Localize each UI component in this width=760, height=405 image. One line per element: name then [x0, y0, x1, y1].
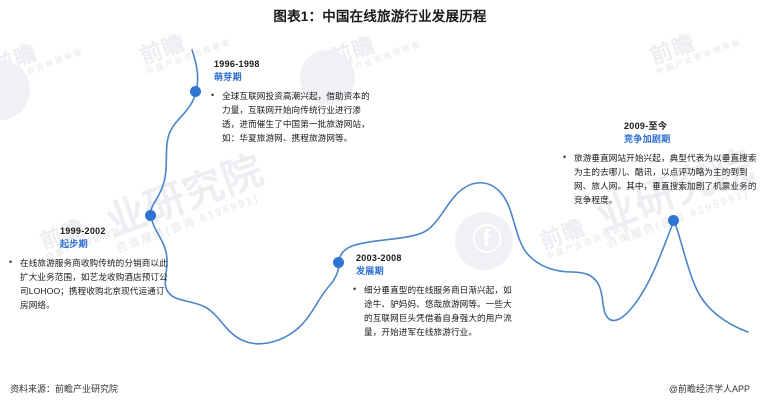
node-dot-stage-4[interactable]: [668, 215, 679, 226]
stage-years-2: 1999-2002: [60, 226, 106, 236]
stage-block-4: 2009-至今 竞争加剧期 旅游垂直网站开始兴起，典型代表为以垂直搜索为主的去哪…: [562, 120, 758, 207]
source-note: 资料来源：前瞻产业研究院: [10, 384, 119, 394]
stage-block-3: 2003-2008 发展期 细分垂直型的在线服务商日渐兴起，如途牛、驴妈妈、悠哉…: [352, 252, 512, 339]
stage-years-3: 2003-2008: [356, 253, 402, 263]
node-dot-stage-1[interactable]: [190, 86, 201, 97]
stage-body-4: 旅游垂直网站开始兴起，典型代表为以垂直搜索为主的去哪儿、酷讯，以点评功略为主的到…: [562, 150, 758, 207]
stage-header-2: 1999-2002 起步期: [8, 225, 168, 250]
page-title: 图表1：中国在线旅游行业发展历程: [273, 9, 487, 24]
stage-header-4: 2009-至今 竞争加剧期: [562, 120, 758, 145]
stage-phase-4: 竞争加剧期: [624, 134, 671, 144]
stage-phase-2: 起步期: [60, 239, 88, 249]
node-dot-stage-3[interactable]: [333, 257, 344, 268]
node-dot-stage-2[interactable]: [145, 210, 156, 221]
stage-block-2: 1999-2002 起步期 在线旅游服务商收购传统的分销商以此扩大业务范围，如艺…: [8, 225, 168, 312]
stage-body-2: 在线旅游服务商收购传统的分销商以此扩大业务范围，如艺龙收购酒店预订公司LOHOO…: [8, 255, 168, 312]
stage-phase-3: 发展期: [356, 266, 384, 276]
stage-body-3: 细分垂直型的在线服务商日渐兴起，如途牛、驴妈妈、悠哉旅游网等。一些大的互联网巨头…: [352, 282, 512, 339]
stage-years-1: 1996-1998: [214, 59, 260, 69]
stage-body-1: 全球互联网投资高潮兴起，借助资本的力量，互联网开始向传统行业进行渗透，进而催生了…: [210, 88, 370, 145]
stage-years-4: 2009-至今: [624, 121, 668, 131]
stage-header-3: 2003-2008 发展期: [352, 252, 512, 277]
stage-phase-1: 萌芽期: [214, 72, 242, 82]
stage-block-1: 1996-1998 萌芽期 全球互联网投资高潮兴起，借助资本的力量，互联网开始向…: [210, 58, 370, 145]
brand-credit: @前瞻经济学人APP: [668, 384, 750, 394]
stage-header-1: 1996-1998 萌芽期: [210, 58, 370, 83]
